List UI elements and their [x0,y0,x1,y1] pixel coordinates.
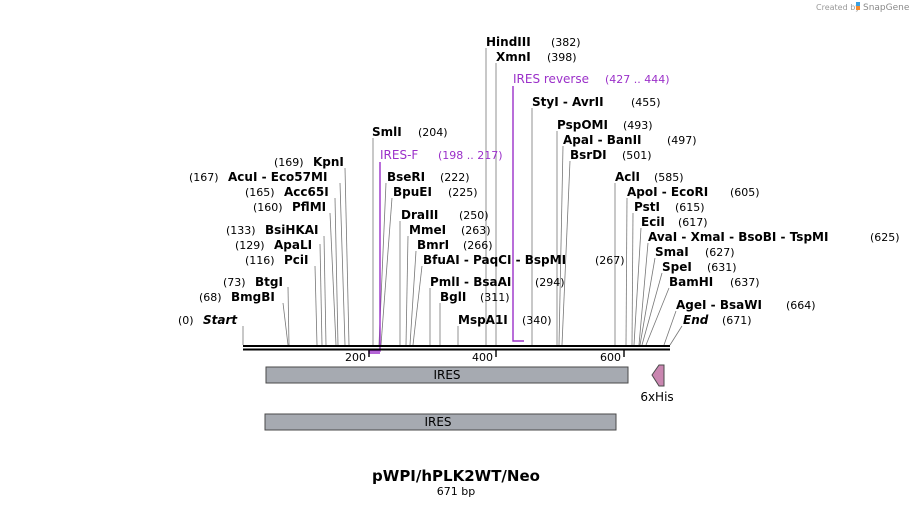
site-name[interactable]: PspOMI [557,118,608,132]
site-name[interactable]: AvaI - XmaI - BsoBI - TspMI [648,230,828,244]
site-name[interactable]: AclI [615,170,640,184]
primer-label-ires-f: IRES-F [380,148,418,162]
site-name[interactable]: PciI [284,253,309,267]
site-name[interactable]: BseRI [387,170,425,184]
site-pos: (605) [730,186,760,199]
site-name[interactable]: BsrDI [570,148,607,162]
site-name[interactable]: SmlI [372,125,402,139]
ruler: 200 400 600 [345,350,625,364]
site-pos: (671) [722,314,752,327]
primer-ires-reverse[interactable]: IRES reverse (427 .. 444) [512,72,670,342]
site-pos: (631) [707,261,737,274]
ruler-label-200: 200 [345,351,366,364]
site-name[interactable]: KpnI [313,155,344,169]
credit-created-by: Created by [816,3,860,12]
site-pos: (0) [178,314,194,327]
site-pos: (222) [440,171,470,184]
site-name[interactable]: End [683,313,709,327]
site-pos: (266) [463,239,493,252]
plasmid-name: pWPI/hPLK2WT/Neo [372,467,540,485]
site-pos: (169) [274,156,304,169]
site-name[interactable]: SpeI [662,260,692,274]
site-pos: (68) [199,291,222,304]
restriction-site-labels: (0) Start (68) BmgBI (73) BtgI (116) Pci… [178,35,900,327]
primer-range-ires-f: (198 .. 217) [438,149,503,162]
site-name[interactable]: PflMI [292,200,326,214]
site-name[interactable]: DraIII [401,208,438,222]
site-name[interactable]: BmrI [417,238,449,252]
site-pos: (340) [522,314,552,327]
site-name[interactable]: AgeI - BsaWI [676,298,762,312]
site-pos: (501) [622,149,652,162]
primer-range-ires-reverse: (427 .. 444) [605,73,670,86]
site-pos: (311) [480,291,510,304]
ruler-label-600: 600 [600,351,621,364]
site-pos: (263) [461,224,491,237]
site-pos: (160) [253,201,283,214]
site-name[interactable]: PmlI - BsaAI [430,275,511,289]
site-pos: (585) [654,171,684,184]
feature-ires-2[interactable]: IRES [264,413,617,431]
site-pos: (625) [870,231,900,244]
feature-ires-1[interactable]: IRES [265,366,629,384]
site-pos: (637) [730,276,760,289]
site-pos: (664) [786,299,816,312]
site-name[interactable]: StyI - AvrII [532,95,604,109]
site-pos: (167) [189,171,219,184]
site-name[interactable]: ApaLI [274,238,312,252]
his-tag-arrow-icon [651,364,665,387]
site-pos: (133) [226,224,256,237]
site-name[interactable]: BfuAI - PaqCI - BspMI [423,253,566,267]
snapgene-logo-icon [856,2,860,10]
site-pos: (73) [223,276,246,289]
site-name[interactable]: BtgI [255,275,283,289]
site-name[interactable]: BamHI [669,275,713,289]
leader-lines [242,48,683,346]
primer-label-ires-reverse: IRES reverse [513,72,589,86]
site-pos: (250) [459,209,489,222]
site-pos: (116) [245,254,275,267]
credit-brand: SnapGene [863,3,910,13]
site-pos: (617) [678,216,708,229]
site-pos: (455) [631,96,661,109]
site-pos: (615) [675,201,705,214]
site-name[interactable]: BsiHKAI [265,223,319,237]
site-name[interactable]: Start [203,313,238,327]
site-pos: (129) [235,239,265,252]
site-pos: (382) [551,36,581,49]
site-pos: (267) [595,254,625,267]
feature-label-ires-1: IRES [433,368,460,382]
site-pos: (165) [245,186,275,199]
site-pos: (493) [623,119,653,132]
snapgene-credit: Created by SnapGene [816,2,910,13]
site-name[interactable]: Acc65I [284,185,329,199]
site-name[interactable]: HindIII [486,35,531,49]
site-name[interactable]: EciI [641,215,665,229]
site-pos: (627) [705,246,735,259]
site-name[interactable]: AcuI - Eco57MI [228,170,327,184]
site-pos: (497) [667,134,697,147]
feature-6xhis[interactable]: 6xHis [640,364,674,404]
feature-label-6xhis: 6xHis [640,390,673,404]
site-name[interactable]: BglI [440,290,466,304]
site-pos: (225) [448,186,478,199]
site-pos: (294) [535,276,565,289]
site-pos: (204) [418,126,448,139]
site-name[interactable]: ApoI - EcoRI [627,185,708,199]
site-name[interactable]: MspA1I [458,313,508,327]
site-name[interactable]: XmnI [496,50,531,64]
site-name[interactable]: ApaI - BanII [563,133,642,147]
site-pos: (398) [547,51,577,64]
site-name[interactable]: PstI [634,200,660,214]
site-name[interactable]: SmaI [655,245,689,259]
dna-backbone [243,345,670,351]
site-name[interactable]: BpuEI [393,185,432,199]
feature-label-ires-2: IRES [424,415,451,429]
ruler-label-400: 400 [472,351,493,364]
site-name[interactable]: MmeI [409,223,446,237]
site-name[interactable]: BmgBI [231,290,275,304]
plasmid-length: 671 bp [437,485,475,498]
